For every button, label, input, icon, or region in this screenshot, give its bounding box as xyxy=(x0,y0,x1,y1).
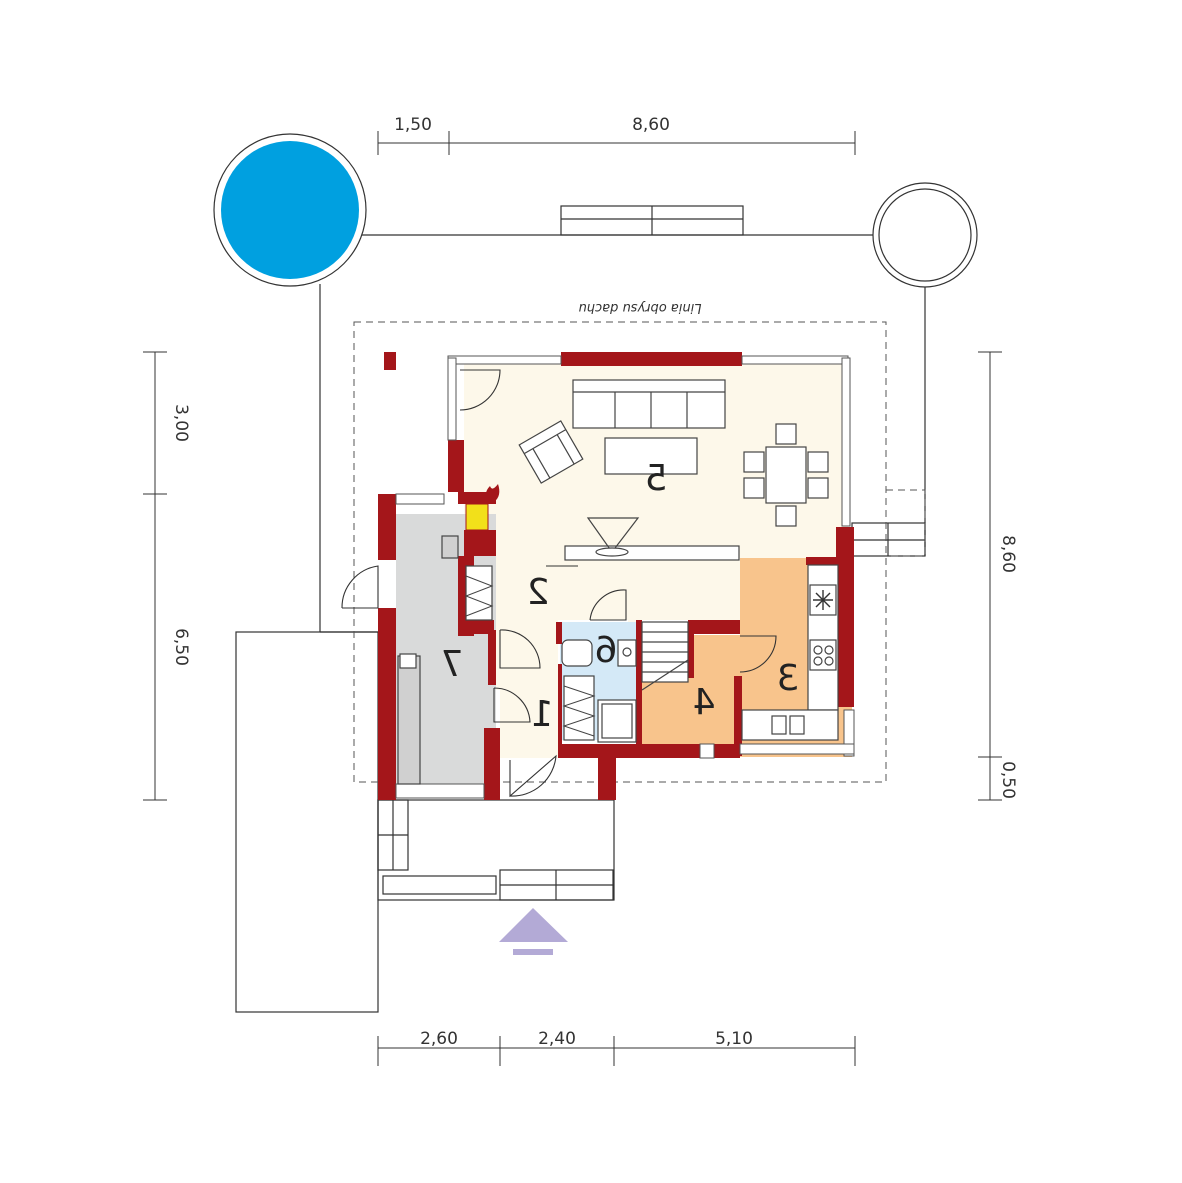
dim-top-2: 8,60 xyxy=(632,115,670,135)
room-number-7: 7 xyxy=(441,644,464,685)
snowflake-icon xyxy=(813,590,833,610)
room-numbers: 5 2 6 3 4 7 1 xyxy=(441,458,800,735)
window-lines xyxy=(395,355,855,799)
dim-top-1: 1,50 xyxy=(394,115,432,135)
dim-left-2: 6,50 xyxy=(171,628,191,666)
pool-icon xyxy=(213,133,367,287)
dining-table xyxy=(765,446,807,504)
room-number-4: 4 xyxy=(693,682,716,723)
dim-bottom-3: 5,10 xyxy=(715,1029,753,1049)
fireplace xyxy=(465,503,489,531)
roof-outline-label: Linia obrysu dachu xyxy=(578,300,701,315)
dimension-left xyxy=(143,351,167,801)
dim-right-2: 0,50 xyxy=(998,761,1018,799)
roof-outline xyxy=(353,321,887,783)
dim-right-1: 8,60 xyxy=(998,535,1018,573)
dimension-bottom xyxy=(377,1036,856,1066)
site-outline xyxy=(235,205,926,1013)
walls xyxy=(378,352,854,800)
room-number-3: 3 xyxy=(777,658,800,699)
dim-bottom-1: 2,60 xyxy=(420,1029,458,1049)
dimension-right xyxy=(978,351,1002,801)
room-number-6: 6 xyxy=(595,630,618,671)
coffee-table xyxy=(604,437,698,475)
armchair xyxy=(518,420,584,484)
tv-unit xyxy=(564,545,740,561)
dimension-top xyxy=(377,131,856,155)
room-number-5: 5 xyxy=(645,458,668,499)
dim-bottom-2: 2,40 xyxy=(538,1029,576,1049)
dim-left-1: 3,00 xyxy=(171,404,191,442)
fireplace-flame-icon xyxy=(486,484,500,502)
toilet xyxy=(561,639,593,667)
door-swings xyxy=(341,369,777,798)
furniture xyxy=(397,379,839,785)
round-planter-icon xyxy=(872,182,978,288)
room-number-2: 2 xyxy=(527,572,550,613)
entrance-arrow-icon xyxy=(499,908,568,955)
sofa xyxy=(572,379,726,429)
wardrobe-hatching xyxy=(464,575,596,737)
room-number-1: 1 xyxy=(531,694,554,735)
